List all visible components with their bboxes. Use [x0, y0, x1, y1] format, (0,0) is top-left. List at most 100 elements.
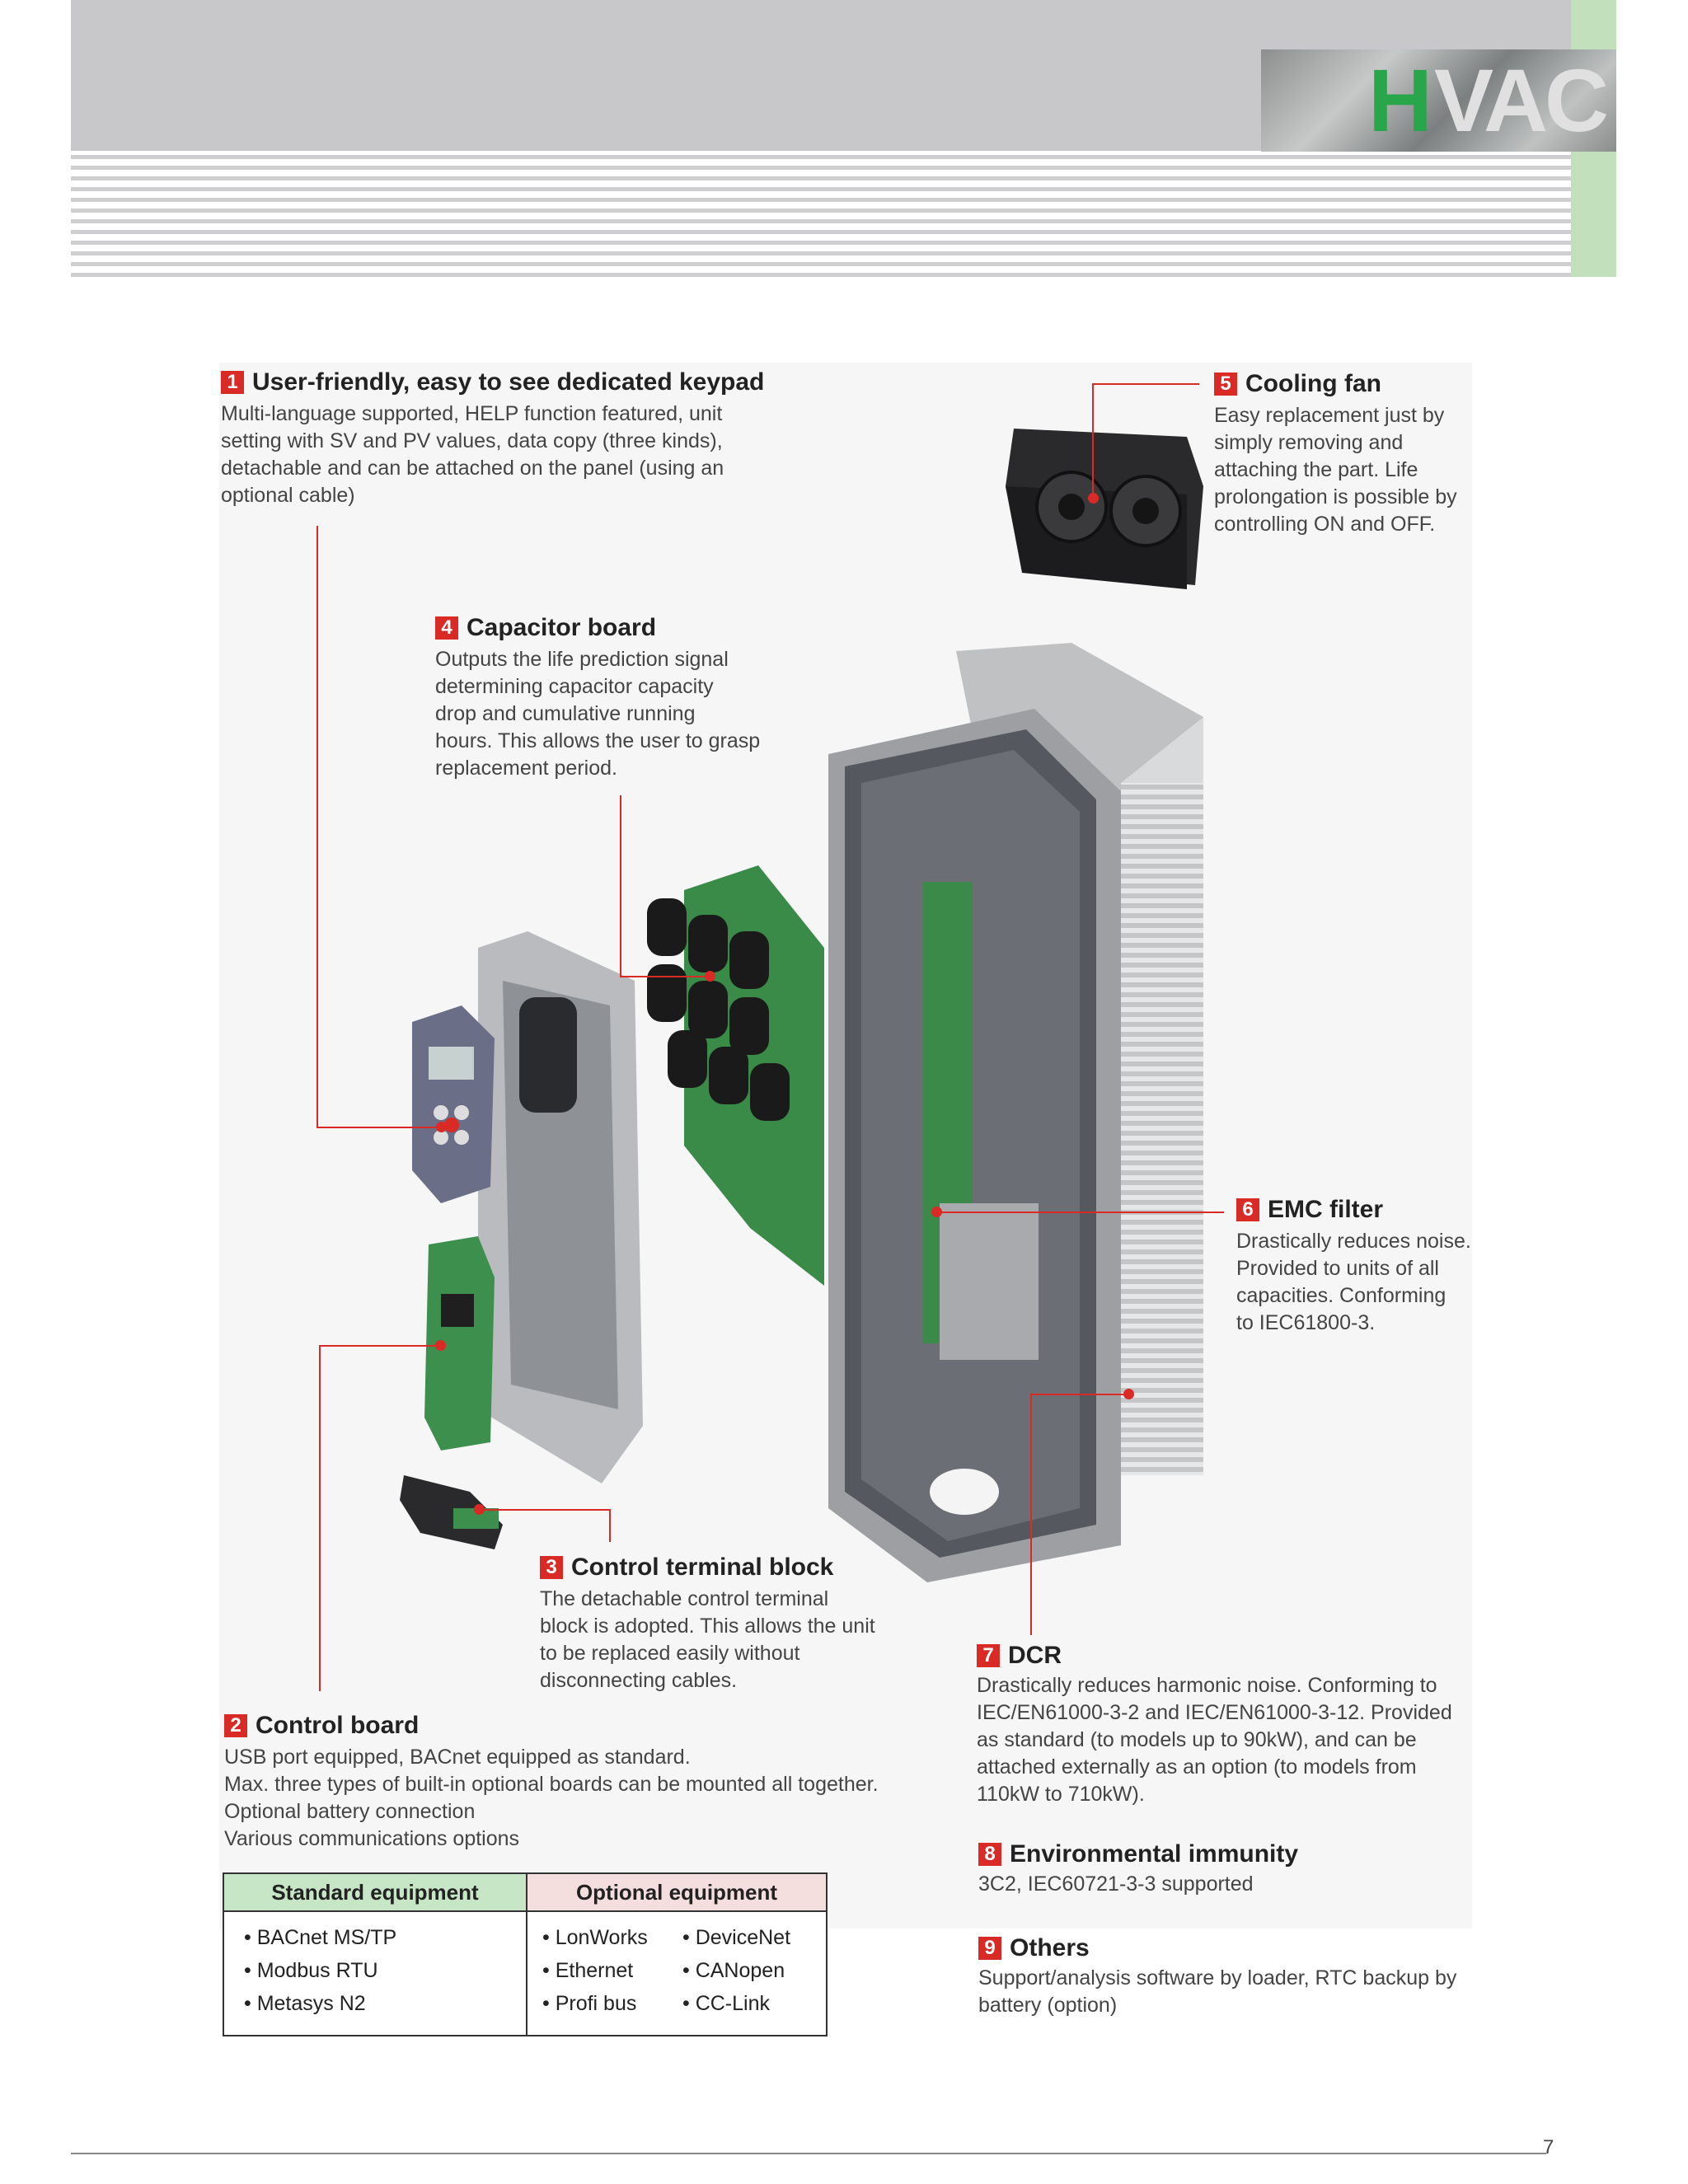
feature-4-body: Outputs the life prediction signal deter…: [435, 648, 761, 780]
feature-3: 3 Control terminal block The detachable c…: [540, 1553, 875, 1694]
feature-3-number: 3: [540, 1556, 563, 1579]
table-cell: • Modbus RTU: [244, 1959, 378, 1982]
table-cell: • Ethernet: [542, 1959, 634, 1982]
leader-dot-2: [435, 1340, 446, 1351]
standard-item: Modbus RTU: [256, 1959, 378, 1982]
feature-2-body: USB port equipped, BACnet equipped as st…: [224, 1746, 879, 1850]
capacitor-board-illustration: [647, 865, 824, 1286]
feature-5-body: Easy replacement just by simply removing…: [1214, 404, 1457, 536]
feature-1-title: 1 User-friendly, easy to see dedicated ke…: [221, 368, 764, 397]
feature-9: 9 Others Support/analysis software by loa…: [978, 1933, 1456, 2019]
feature-6-title: 6 EMC filter: [1236, 1195, 1471, 1225]
feature-3-body: The detachable control terminal block is…: [540, 1587, 875, 1692]
feature-7-title: 7 DCR: [977, 1641, 1452, 1671]
table-cell: • Profi bus: [542, 1992, 637, 2015]
optional-item: Profi bus: [555, 1992, 637, 2015]
product-exploded-illustration: [400, 429, 1203, 1582]
mounting-frame-illustration: [478, 931, 643, 1483]
table-cell: • LonWorks: [542, 1926, 648, 1949]
leader-line-2: [319, 1345, 442, 1347]
feature-8-body: 3C2, IEC60721-3-3 supported: [978, 1872, 1254, 1896]
leader-dot-3: [474, 1504, 485, 1515]
leader-dot-4: [705, 971, 715, 982]
table-header-standard: Standard equipment: [224, 1874, 528, 1912]
control-board-illustration: [424, 1236, 495, 1451]
feature-9-title-text: Others: [1010, 1934, 1090, 1961]
feature-2-number: 2: [224, 1714, 247, 1737]
optional-item: LonWorks: [555, 1926, 648, 1949]
feature-6-title-text: EMC filter: [1268, 1196, 1384, 1223]
table-divider: [526, 1912, 528, 2035]
optional-item: CANopen: [695, 1959, 785, 1982]
feature-4-title: 4 Capacitor board: [435, 613, 760, 643]
leader-line-3: [609, 1509, 611, 1542]
feature-2-title-text: Control board: [256, 1712, 420, 1739]
leader-dot-1: [436, 1122, 447, 1132]
leader-line-1: [316, 526, 318, 1127]
logo-h: H: [1368, 50, 1432, 150]
feature-1-number: 1: [221, 371, 244, 394]
leader-dot-5: [1088, 493, 1099, 504]
table-cell: • CANopen: [682, 1959, 785, 1982]
feature-4-title-text: Capacitor board: [467, 614, 657, 641]
optional-item: DeviceNet: [695, 1926, 791, 1949]
feature-9-title: 9 Others: [978, 1933, 1456, 1963]
leader-line-1: [316, 1127, 440, 1128]
leader-line-6: [936, 1212, 1224, 1213]
cooling-fan-illustration: [1006, 429, 1203, 589]
feature-7-number: 7: [977, 1644, 1000, 1667]
hvac-logo: H VAC: [1261, 49, 1616, 152]
optional-item: CC-Link: [695, 1992, 770, 2015]
feature-9-number: 9: [978, 1937, 1001, 1960]
equipment-table: Standard equipment Optional equipment • …: [223, 1872, 828, 2036]
standard-item: Metasys N2: [256, 1992, 366, 2015]
leader-line-5: [1092, 383, 1199, 385]
main-case-illustration: [828, 709, 1121, 1582]
feature-2: 2 Control board USB port equipped, BACnet…: [224, 1711, 879, 1853]
table-cell: • DeviceNet: [682, 1926, 791, 1949]
leader-dot-7: [1123, 1389, 1134, 1399]
feature-6-number: 6: [1236, 1198, 1259, 1221]
leader-line-2: [319, 1345, 321, 1691]
feature-6: 6 EMC filter Drastically reduces noise. P…: [1236, 1195, 1471, 1337]
feature-7-title-text: DCR: [1008, 1642, 1062, 1669]
feature-8: 8 Environmental immunity 3C2, IEC60721-3-…: [978, 1840, 1298, 1898]
optional-item: Ethernet: [555, 1959, 634, 1982]
table-cell: • CC-Link: [682, 1992, 770, 2015]
table-cell: • Metasys N2: [244, 1992, 366, 2015]
terminal-block-illustration: [400, 1475, 503, 1549]
feature-3-title: 3 Control terminal block: [540, 1553, 875, 1582]
feature-4-number: 4: [435, 616, 458, 640]
feature-3-title-text: Control terminal block: [571, 1554, 834, 1581]
feature-2-title: 2 Control board: [224, 1711, 879, 1741]
page-number: 7: [1543, 2136, 1554, 2158]
keypad-illustration: [412, 1005, 495, 1203]
feature-1: 1 User-friendly, easy to see dedicated ke…: [221, 368, 764, 509]
footer-rule: [71, 2153, 1546, 2154]
feature-8-title-text: Environmental immunity: [1010, 1840, 1299, 1868]
feature-1-body: Multi-language supported, HELP function …: [221, 402, 724, 507]
feature-8-number: 8: [978, 1843, 1001, 1866]
header-stripes: [71, 155, 1571, 277]
feature-5-title-text: Cooling fan: [1245, 370, 1381, 397]
standard-item: BACnet MS/TP: [256, 1926, 397, 1949]
leader-line-7: [1030, 1394, 1032, 1635]
table-header-optional: Optional equipment: [528, 1874, 826, 1912]
feature-7-body: Drastically reduces harmonic noise. Conf…: [977, 1674, 1452, 1806]
logo-vac: VAC: [1434, 50, 1609, 150]
feature-5: 5 Cooling fan Easy replacement just by si…: [1214, 369, 1457, 538]
leader-line-4: [620, 795, 621, 977]
table-cell: • BACnet MS/TP: [244, 1926, 397, 1949]
leader-line-5: [1092, 383, 1094, 499]
feature-5-number: 5: [1214, 373, 1237, 396]
feature-1-title-text: User-friendly, easy to see dedicated key…: [252, 368, 765, 396]
feature-9-body: Support/analysis software by loader, RTC…: [978, 1966, 1457, 2017]
leader-line-7: [1030, 1394, 1129, 1395]
feature-7: 7 DCR Drastically reduces harmonic noise.…: [977, 1641, 1452, 1808]
feature-6-body: Drastically reduces noise. Provided to u…: [1236, 1230, 1471, 1334]
feature-4: 4 Capacitor board Outputs the life predic…: [435, 613, 760, 782]
leader-dot-6: [931, 1207, 942, 1217]
leader-line-3: [478, 1509, 610, 1511]
leader-line-4: [620, 976, 710, 977]
feature-8-title: 8 Environmental immunity: [978, 1840, 1298, 1869]
